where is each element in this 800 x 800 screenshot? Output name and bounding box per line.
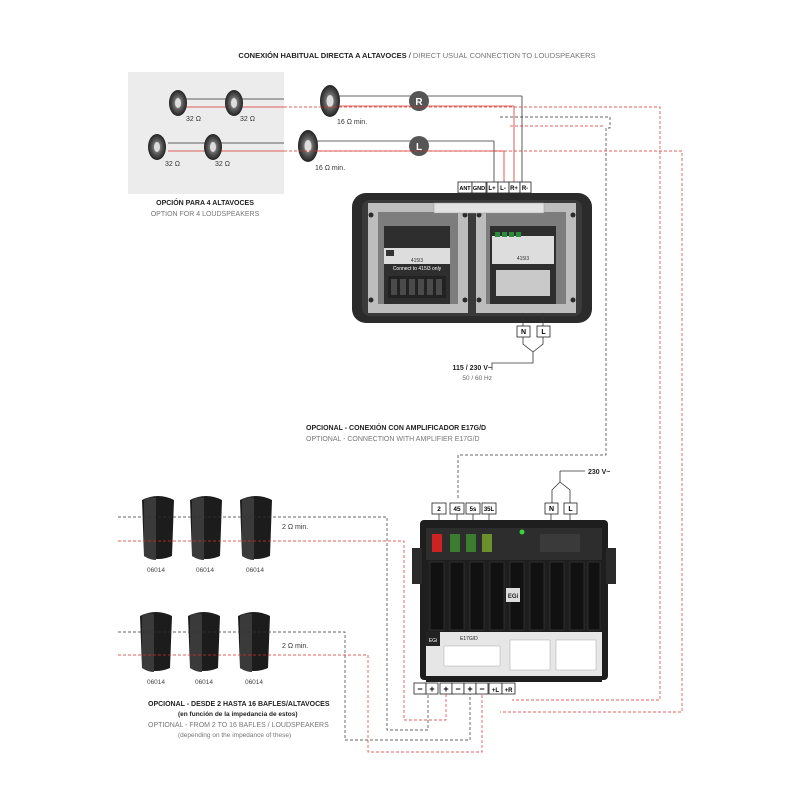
terminal-label: − bbox=[455, 684, 460, 694]
mains-voltage: 115 / 230 V~ bbox=[452, 365, 492, 372]
terminal-label: 5s bbox=[470, 507, 477, 513]
speaker-icon bbox=[225, 90, 243, 116]
amplifier-output-terminals: − + + − + − +L +R bbox=[413, 682, 516, 695]
amplifier-mains-terminals: N L bbox=[544, 502, 578, 515]
baffle-model: 06014 bbox=[245, 679, 263, 686]
baffles-caption-en-1: OPTIONAL - FROM 2 TO 16 BAFLES / LOUDSPE… bbox=[148, 722, 329, 729]
impedance-label: 32 Ω bbox=[165, 161, 180, 168]
mains-frequency: 50 / 60 Hz bbox=[462, 375, 492, 382]
baffle-row-1: 06014 06014 06014 2 Ω min. bbox=[142, 496, 308, 574]
impedance-label: 16 Ω min. bbox=[315, 165, 345, 172]
baffle-model: 06014 bbox=[147, 679, 165, 686]
baffle-row-2: 06014 06014 06014 2 Ω min. bbox=[140, 612, 308, 686]
terminal-label: + bbox=[443, 684, 448, 694]
terminal-label: ANT bbox=[459, 186, 471, 192]
amplifier-model: E17G/D bbox=[460, 636, 478, 642]
baffle-speaker bbox=[238, 612, 270, 672]
baffle-speaker bbox=[240, 496, 272, 560]
baffle-impedance: 2 Ω min. bbox=[282, 524, 308, 531]
four-speaker-caption-en: OPTION FOR 4 LOUDSPEAKERS bbox=[151, 211, 260, 218]
baffle-speaker bbox=[188, 612, 220, 672]
impedance-label: 32 Ω bbox=[240, 116, 255, 123]
amplifier-mains-voltage: 230 V~ bbox=[588, 469, 610, 476]
wall-plate: Connect to 415l3 only 415l3 415l3 bbox=[352, 193, 592, 323]
terminal-n: N bbox=[521, 329, 526, 336]
terminal-label: − bbox=[417, 684, 422, 694]
four-speaker-panel bbox=[128, 72, 284, 194]
terminal-label: + bbox=[429, 684, 434, 694]
terminal-label: − bbox=[479, 684, 484, 694]
impedance-label: 32 Ω bbox=[215, 161, 230, 168]
module-left-note: Connect to 415l3 only bbox=[393, 266, 442, 272]
terminal-label: R+ bbox=[510, 186, 518, 192]
impedance-label: 16 Ω min. bbox=[337, 119, 367, 126]
terminal-l: L bbox=[541, 329, 546, 336]
module-right-code: 415l3 bbox=[517, 256, 529, 262]
terminal-label: L- bbox=[500, 186, 506, 192]
speaker-icon bbox=[148, 134, 166, 160]
terminal-label: 2 bbox=[437, 506, 441, 513]
baffles-caption-es-1: OPCIONAL - DESDE 2 HASTA 16 BAFLES/ALTAV… bbox=[148, 701, 330, 708]
amplifier-title-es: OPCIONAL - CONEXIÓN CON AMPLIFICADOR E17… bbox=[306, 423, 486, 432]
speaker-icon bbox=[298, 130, 318, 162]
four-speaker-caption-es: OPCIÓN PARA 4 ALTAVOCES bbox=[156, 198, 254, 207]
speaker-icon bbox=[169, 90, 187, 116]
terminal-n: N bbox=[549, 506, 554, 513]
amplifier-title-en: OPTIONAL - CONNECTION WITH AMPLIFIER E17… bbox=[306, 436, 480, 443]
terminal-label: R- bbox=[522, 186, 528, 192]
terminal-label: GND bbox=[473, 186, 485, 192]
baffle-impedance: 2 Ω min. bbox=[282, 643, 308, 650]
baffle-speaker bbox=[190, 496, 222, 560]
mains-terminals: N L bbox=[516, 325, 551, 338]
amplifier-brand-label: EGi bbox=[429, 638, 437, 644]
terminal-label: L+ bbox=[488, 186, 496, 192]
baffle-speaker bbox=[140, 612, 172, 672]
svg-text:L: L bbox=[416, 142, 422, 153]
amplifier-unit: EGi EGi E17G/D bbox=[412, 520, 616, 682]
baffle-model: 06014 bbox=[195, 679, 213, 686]
four-speaker-group: 32 Ω 32 Ω 32 Ω 32 Ω bbox=[148, 90, 284, 168]
baffles-caption-en-2: (depending on the impedance of these) bbox=[178, 732, 291, 739]
baffles-caption-es-2: (en función de la impedancia de estos) bbox=[178, 711, 298, 718]
terminal-label: 35L bbox=[484, 507, 495, 513]
terminal-label: +L bbox=[492, 688, 500, 694]
right-channel-tag bbox=[409, 91, 429, 111]
terminal-l: L bbox=[568, 506, 573, 513]
baffle-model: 06014 bbox=[196, 567, 214, 574]
speaker-icon bbox=[320, 85, 340, 117]
module-left-code: 415l3 bbox=[411, 258, 423, 264]
terminal-label: +R bbox=[505, 688, 514, 694]
diagram-title: CONEXIÓN HABITUAL DIRECTA A ALTAVOCES / … bbox=[238, 51, 595, 60]
svg-text:R: R bbox=[415, 97, 423, 108]
amplifier-brand: EGi bbox=[508, 594, 519, 600]
direct-speaker-right: R 16 Ω min. bbox=[320, 85, 522, 126]
impedance-label: 32 Ω bbox=[186, 116, 201, 123]
terminal-label: + bbox=[467, 684, 472, 694]
amplifier-top-terminals: 2 45 5s 35L bbox=[431, 502, 497, 515]
terminal-strip: ANT GND L+ L- R+ R- bbox=[457, 181, 532, 194]
terminal-label: 45 bbox=[453, 506, 461, 513]
baffle-model: 06014 bbox=[246, 567, 264, 574]
speaker-icon bbox=[204, 134, 222, 160]
baffle-model: 06014 bbox=[147, 567, 165, 574]
baffle-speaker bbox=[142, 496, 174, 560]
